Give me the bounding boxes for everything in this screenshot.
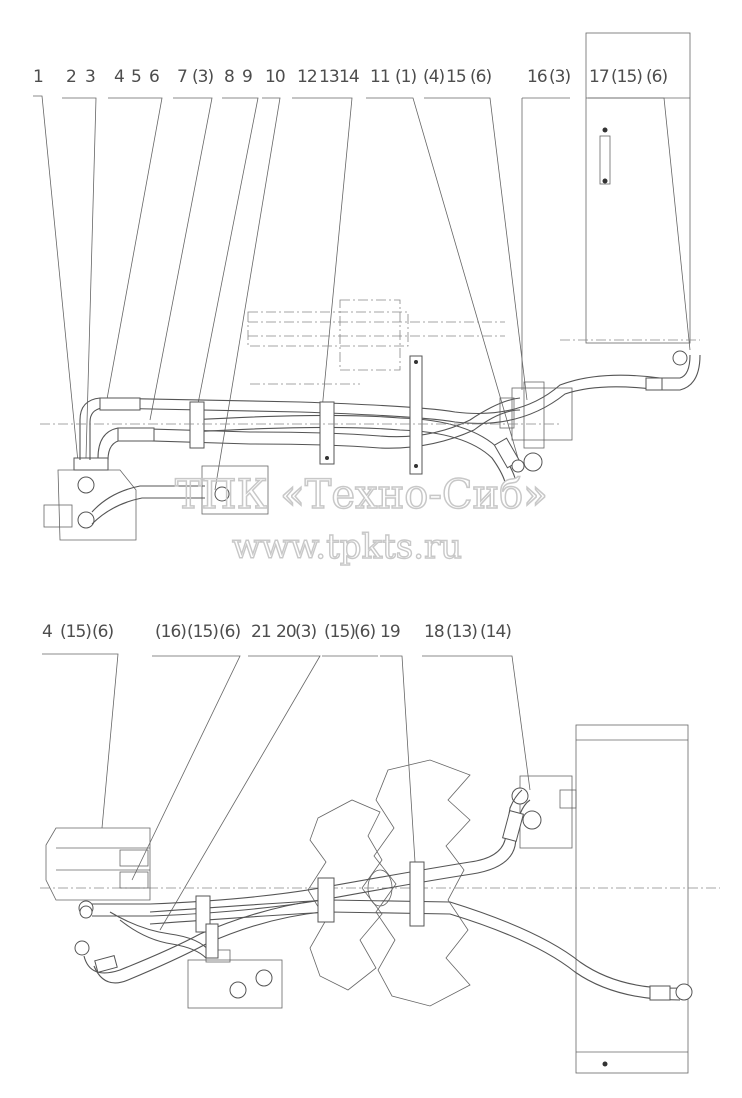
callout-14-ref: (14) — [480, 622, 511, 642]
callout-1: 1 — [33, 67, 43, 87]
callout-16-ref: (16) — [155, 622, 186, 642]
watermark: ТПК «Техно-Сиб» www.tpkts.ru — [174, 471, 548, 567]
callout-4-b: 4 — [42, 622, 52, 642]
callout-15: 15 — [446, 67, 466, 87]
callout-15-ref-d: (15) — [324, 622, 355, 642]
callout-3-ref-b: (3) — [549, 67, 570, 87]
callout-15-ref-b: (15) — [60, 622, 91, 642]
callout-6-ref-b: (6) — [646, 67, 667, 87]
top-view: 1 2 3 4 5 6 7 (3) 8 9 10 12 13 14 11 (1)… — [33, 32, 701, 541]
callout-19: 19 — [380, 622, 400, 642]
callout-20: 20 — [276, 622, 296, 642]
hoses-bottom — [83, 789, 681, 1001]
callout-12: 12 — [297, 67, 317, 87]
callout-5: 5 — [131, 67, 141, 87]
callout-7: 7 — [177, 67, 187, 87]
callout-17: 17 — [589, 67, 609, 87]
bottom-leader-lines — [42, 653, 531, 931]
clamps-top — [189, 350, 688, 475]
callout-6-ref-c: (6) — [92, 622, 113, 642]
callout-11: 11 — [370, 67, 390, 87]
background-frame-top — [247, 299, 505, 385]
bottom-callouts: 4 (15) (6) (16) (15) (6) 21 20 (3) (15) … — [42, 622, 512, 642]
callout-18: 18 — [424, 622, 444, 642]
hydraulic-tank-top — [560, 32, 700, 344]
callout-21: 21 — [251, 622, 271, 642]
callout-2: 2 — [66, 67, 76, 87]
clamps-bottom — [79, 861, 693, 1001]
callout-16: 16 — [527, 67, 547, 87]
bottom-view: 4 (15) (6) (16) (15) (6) 21 20 (3) (15) … — [40, 622, 720, 1074]
callout-3-ref: (3) — [192, 67, 213, 87]
callout-15-ref-c: (15) — [187, 622, 218, 642]
valve-10-top — [201, 465, 269, 515]
callout-10: 10 — [265, 67, 285, 87]
callout-4: 4 — [114, 67, 124, 87]
top-callouts: 1 2 3 4 5 6 7 (3) 8 9 10 12 13 14 11 (1)… — [33, 67, 668, 87]
control-valve-top — [43, 457, 137, 541]
watermark-website: www.tpkts.ru — [232, 527, 462, 567]
background-frame-bottom — [40, 759, 720, 1007]
callout-9: 9 — [242, 67, 252, 87]
control-valve-bottom — [45, 827, 151, 956]
pump-16-top — [499, 381, 573, 472]
callout-1-ref: (1) — [395, 67, 416, 87]
callout-6: 6 — [149, 67, 159, 87]
callout-4-ref: (4) — [423, 67, 444, 87]
callout-3-ref-c: (3) — [295, 622, 316, 642]
callout-15-ref: (15) — [611, 67, 642, 87]
callout-13-ref: (13) — [446, 622, 477, 642]
callout-14: 14 — [339, 67, 359, 87]
pump-18-bottom — [511, 775, 577, 849]
callout-8: 8 — [224, 67, 234, 87]
callout-6-ref: (6) — [470, 67, 491, 87]
callout-6-ref-e: (6) — [354, 622, 375, 642]
hydraulic-tank-bottom — [575, 724, 689, 1074]
callout-13: 13 — [319, 67, 339, 87]
watermark-company: ТПК «Техно-Сиб» — [175, 472, 548, 518]
callout-3: 3 — [85, 67, 95, 87]
callout-6-ref-d: (6) — [219, 622, 240, 642]
valve-21-bottom — [187, 949, 283, 1009]
